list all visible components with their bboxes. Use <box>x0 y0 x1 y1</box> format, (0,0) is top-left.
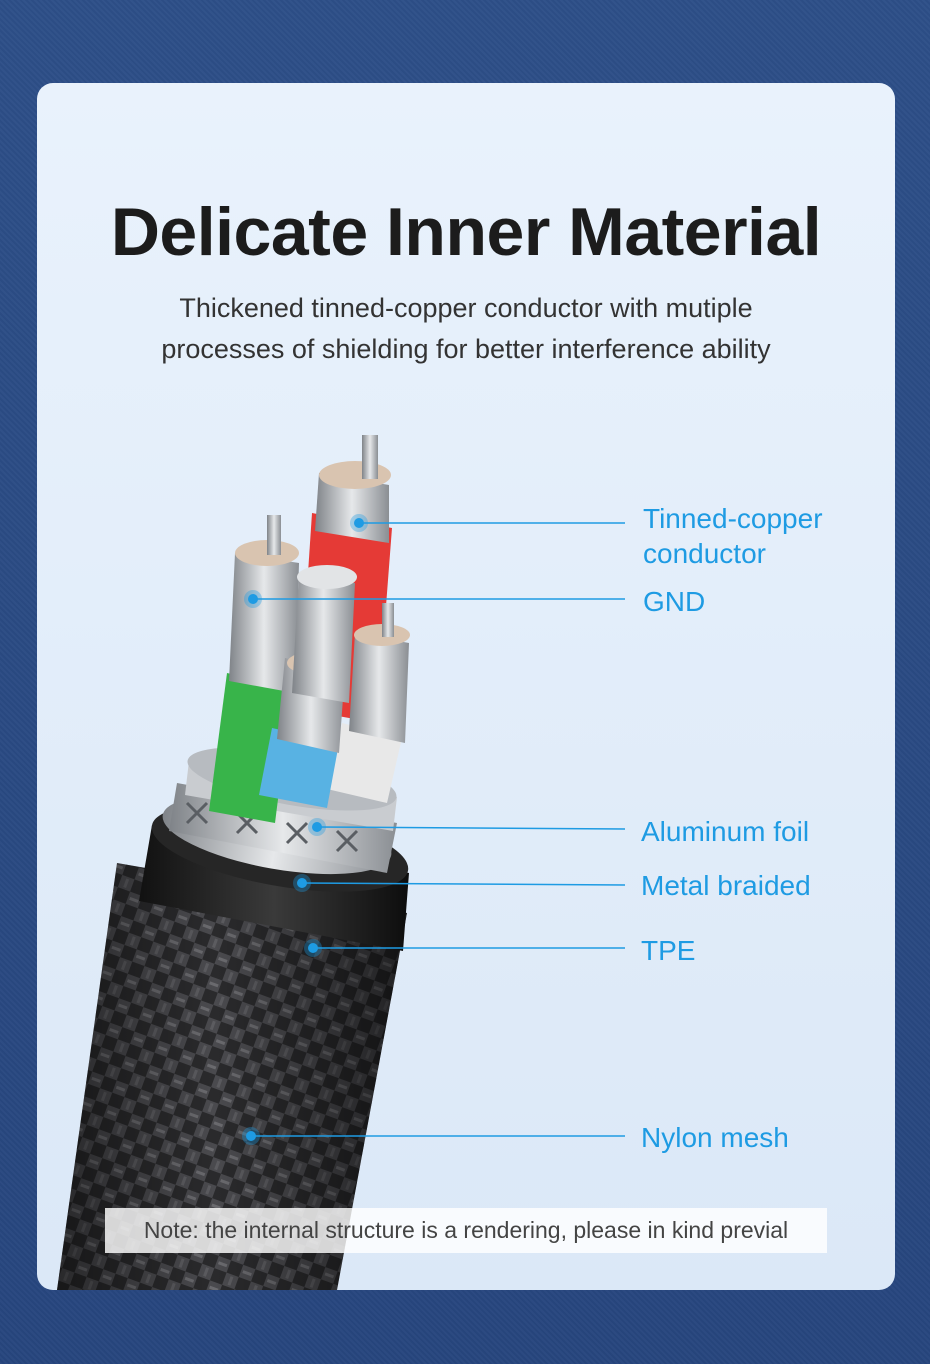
label-aluminum-foil: Aluminum foil <box>641 816 810 847</box>
callout-lines <box>251 522 626 1137</box>
subtitle-line-2: processes of shielding for better interf… <box>161 334 771 364</box>
page-title: Delicate Inner Material <box>110 194 822 270</box>
nylon-mesh-jacket <box>57 863 407 1290</box>
label-metal-braided: Metal braided <box>641 870 811 901</box>
cable-illustration <box>57 435 626 1290</box>
label-gnd: GND <box>643 586 706 617</box>
rendering-note: Note: the internal structure is a render… <box>105 1208 827 1253</box>
label-tinned-copper: Tinned-copper conductor <box>643 501 823 571</box>
label-tinned-copper-line2: conductor <box>643 538 766 569</box>
label-nylon-mesh: Nylon mesh <box>641 1122 789 1153</box>
page-subtitle: Thickened tinned-copper conductor with m… <box>37 288 895 370</box>
label-tinned-copper-line1: Tinned-copper <box>643 503 823 534</box>
subtitle-line-1: Thickened tinned-copper conductor with m… <box>179 293 753 323</box>
content-card: Delicate Inner Material Thickened tinned… <box>37 83 895 1290</box>
inner-wires <box>209 435 410 823</box>
label-tpe: TPE <box>641 935 696 966</box>
callout-dots <box>242 514 368 1145</box>
